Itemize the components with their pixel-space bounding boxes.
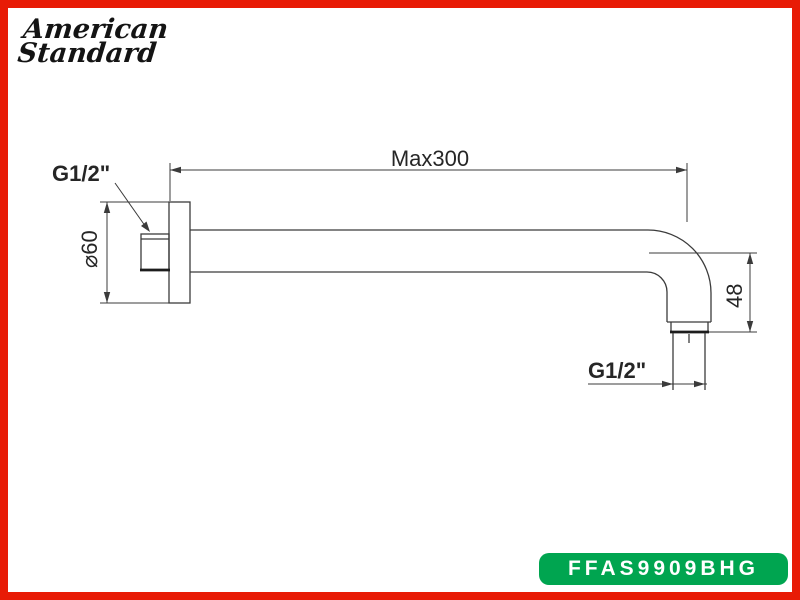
inlet-thread-label: G1/2" <box>52 161 110 186</box>
outlet-thread-label: G1/2" <box>588 358 646 383</box>
brand-logo-line2: Standard <box>16 38 158 69</box>
outlet-pipe <box>672 333 706 390</box>
product-code-text: FFAS9909BHG <box>567 557 760 580</box>
dimension-outlet-thread: G1/2" <box>588 358 707 388</box>
brand-logo: American Standard <box>16 14 170 69</box>
dimension-drop-height: 48 <box>649 252 757 333</box>
arm-tube <box>190 229 712 323</box>
inlet-connector <box>140 233 170 272</box>
max-length-label: Max300 <box>391 146 469 171</box>
dimension-max-length: Max300 <box>169 146 688 222</box>
flange-diameter-label: ⌀60 <box>77 230 102 268</box>
dimension-flange-diameter: ⌀60 <box>77 201 190 304</box>
drop-height-label: 48 <box>722 284 747 308</box>
shower-arm-outline <box>140 201 712 390</box>
inlet-thread-callout: G1/2" <box>52 161 150 232</box>
product-code-badge: FFAS9909BHG <box>539 553 788 585</box>
flange-side-view <box>168 201 191 304</box>
outlet-collar <box>670 322 709 334</box>
